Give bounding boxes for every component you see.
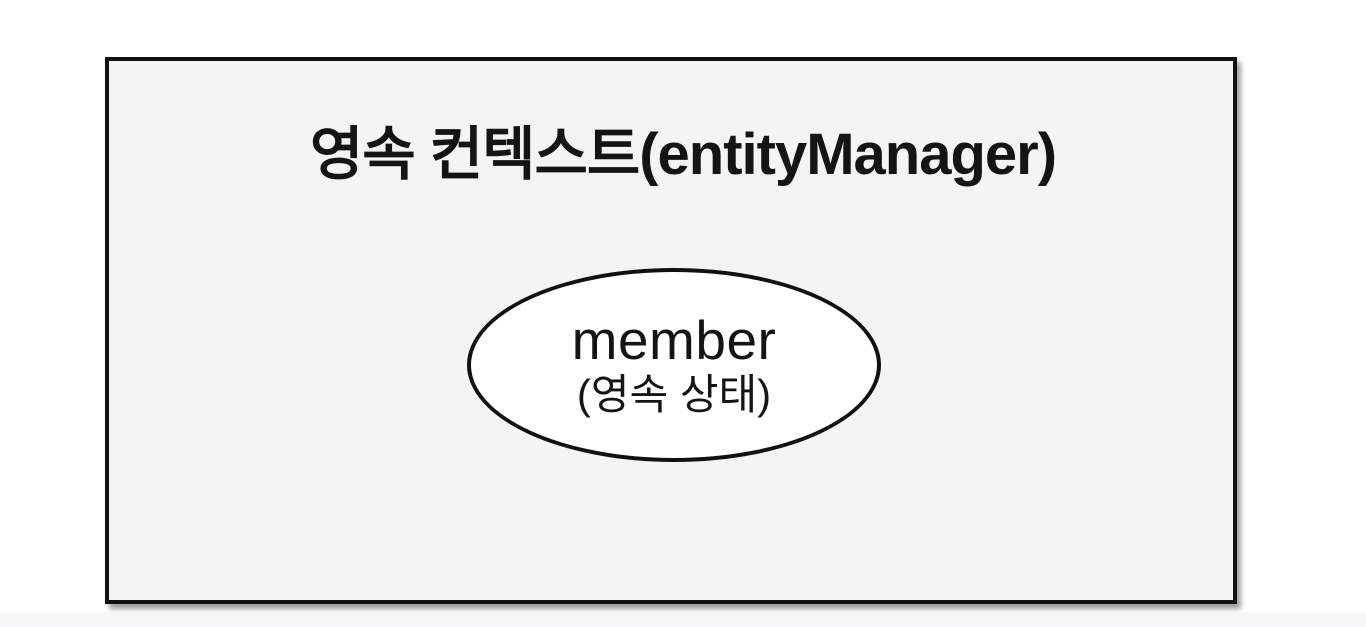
entity-state-label: (영속 상태) (576, 370, 772, 418)
persistence-context-box: 영속 컨텍스트(entityManager) member (영속 상태) (105, 57, 1237, 604)
entity-ellipse: member (영속 상태) (467, 268, 881, 462)
page-gap-strip (0, 612, 1366, 627)
entity-name-label: member (571, 309, 777, 372)
persistence-context-title: 영속 컨텍스트(entityManager) (309, 122, 1057, 187)
